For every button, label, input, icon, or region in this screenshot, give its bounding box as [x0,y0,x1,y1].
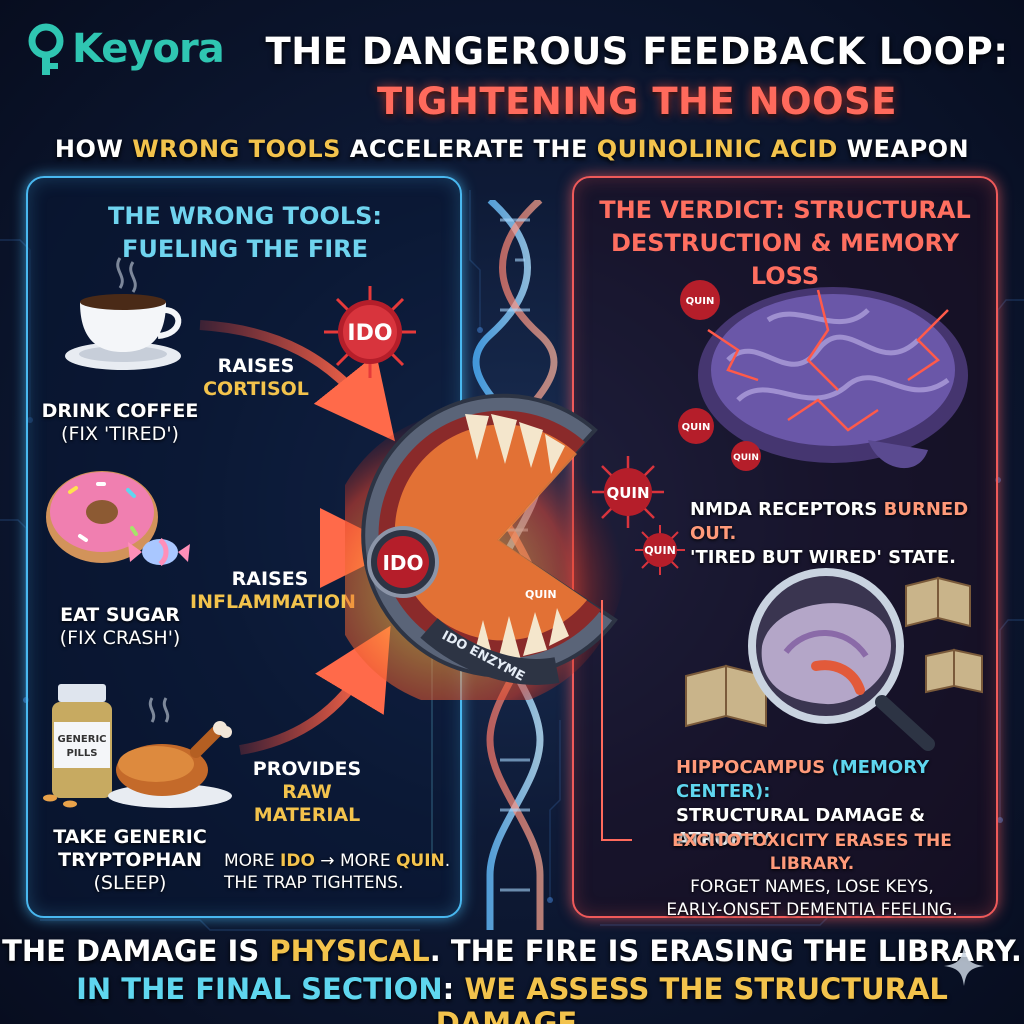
connector-line [601,600,632,841]
verdict-heading-line2: DESTRUCTION & MEMORY LOSS [610,229,960,290]
loop-note-quin: QUIN [395,851,445,871]
coffee-effect-target: CORTISOL [203,378,309,400]
tryptophan-arrow [239,625,391,755]
wrong-tools-heading-line1: THE WRONG TOOLS: [107,202,383,230]
donut-icon [46,471,190,566]
hippocampus-magnifier-icon [685,568,983,751]
ido-enzyme-monster-icon: IDO IDO ENZYME QUIN [345,393,625,700]
excitotoxicity-line1: EXCITOTOXICITY ERASES THE LIBRARY. [672,831,952,874]
coffee-arrow [199,320,395,442]
candy-icon [128,538,190,566]
nmda-line1: NMDA RECEPTORS BURNED OUT. [690,498,990,546]
loop-note-line1: MORE IDO → MORE QUIN. [224,850,454,872]
flow-arrows [190,320,400,755]
page-subtitle: HOW WRONG TOOLS ACCELERATE THE QUINOLINI… [0,135,1024,163]
pill-bottle-icon: GENERIC PILLS [43,684,112,808]
footer-physical: PHYSICAL [269,934,430,968]
page-title-highlight: TIGHTENING THE NOOSE [377,80,897,123]
brain-icon: QUIN QUIN QUIN [678,280,968,471]
footer-line2: IN THE FINAL SECTION: WE ASSESS THE STRU… [0,972,1024,1024]
brain-quin-label-2: QUIN [682,422,711,433]
loop-note-part: . [444,851,451,871]
loop-note-ido: IDO [280,851,315,871]
subtitle-part: HOW [54,135,133,163]
wrong-tools-heading-line2: FUELING THE FIRE [121,235,369,263]
subtitle-part: ACCELERATE THE [340,135,597,163]
hippocampus-memory-center: (MEMORY CENTER): [676,757,930,802]
tryptophan-label-main2: TRYPTOPHAN [58,849,202,871]
tryptophan-effect: PROVIDES RAW MATERIAL [232,758,382,827]
subtitle-highlight-wrong-tools: WRONG TOOLS [132,135,341,163]
wrong-tools-heading: THE WRONG TOOLS: FUELING THE FIRE [60,200,430,266]
quin-label-1: QUIN [606,484,649,502]
quin-particle-icon: QUIN [592,456,664,528]
coffee-label-sub: (FIX 'TIRED') [61,423,179,445]
loop-note-part: → MORE [314,851,396,871]
hippocampus-line1: HIPPOCAMPUS (MEMORY CENTER): [676,756,996,804]
footer-part: : [442,972,465,1006]
pill-bottle-label-line2: PILLS [67,748,98,759]
excitotoxicity-line3: EARLY-ONSET DEMENTIA FEELING. [666,900,958,920]
excitotoxicity-statement: EXCITOTOXICITY ERASES THE LIBRARY. FORGE… [636,830,988,922]
tryptophan-label-main: TAKE GENERIC [53,826,207,848]
subtitle-part: WEAPON [837,135,970,163]
nmda-line2: 'TIRED BUT WIRED' STATE. [690,547,956,568]
loop-note-line2: THE TRAP TIGHTENS. [224,873,404,893]
subtitle-highlight-quinolinic: QUINOLINIC ACID [596,135,838,163]
ido-badge-text: IDO [382,551,423,575]
tryptophan-label: TAKE GENERIC TRYPTOPHAN (SLEEP) [40,826,220,895]
tryptophan-effect-target: RAW MATERIAL [253,781,361,826]
footer-assess: WE ASSESS THE STRUCTURAL DAMAGE. [435,972,948,1024]
quin-mouth-label: QUIN [525,588,557,601]
coffee-cup-icon [65,257,182,370]
pill-bottle-label-line1: GENERIC [58,734,107,745]
page-title: THE DANGEROUS FEEDBACK LOOP: [265,30,1009,73]
verdict-heading: THE VERDICT: STRUCTURAL DESTRUCTION & ME… [580,194,990,293]
sugar-label-main: EAT SUGAR [60,604,180,626]
keyora-logo[interactable]: Keyora [22,14,252,84]
sparkle-icon [944,946,984,986]
loop-note: MORE IDO → MORE QUIN. THE TRAP TIGHTENS. [224,850,454,894]
excitotoxicity-line2: FORGET NAMES, LOSE KEYS, [690,877,934,897]
loop-note-part: MORE [224,851,281,871]
coffee-effect: RAISES CORTISOL [196,355,316,401]
nmda-statement: NMDA RECEPTORS BURNED OUT. 'TIRED BUT WI… [690,498,990,570]
brain-quin-label-1: QUIN [686,296,715,307]
coffee-effect-verb: RAISES [217,355,295,377]
hippocampus-statement: HIPPOCAMPUS (MEMORY CENTER): STRUCTURAL … [676,756,996,852]
key-logo-icon [28,23,64,75]
brain-quin-label-3: QUIN [733,453,759,463]
footer-part: . THE FIRE IS ERASING THE LIBRARY. [429,934,1022,968]
ido-virus-icon: IDO [324,286,416,378]
quin-label-2: QUIN [644,544,676,557]
quin-particle-icon: QUIN [635,525,685,575]
footer-part: THE DAMAGE IS [2,934,270,968]
nmda-part: NMDA RECEPTORS [690,499,884,520]
coffee-label: DRINK COFFEE (FIX 'TIRED') [40,400,200,446]
sugar-effect-verb: RAISES [231,568,309,590]
hippocampus-part: HIPPOCAMPUS [676,757,832,778]
sugar-label: EAT SUGAR (FIX CRASH') [40,604,200,650]
verdict-heading-line1: THE VERDICT: STRUCTURAL [599,196,971,224]
hippocampus-line2: STRUCTURAL DAMAGE & ATROPHY [676,805,926,850]
logo-wordmark: Keyora [72,26,225,72]
book-icon [685,576,983,728]
nmda-burned: BURNED OUT. [690,499,969,544]
tryptophan-effect-verb: PROVIDES [252,758,362,780]
footer-final-section: IN THE FINAL SECTION [76,972,443,1006]
sugar-label-sub: (FIX CRASH') [59,627,181,649]
ido-virus-text: IDO [347,321,392,346]
tryptophan-label-sub: (SLEEP) [93,872,167,894]
coffee-label-main: DRINK COFFEE [41,400,199,422]
sugar-effect: RAISES INFLAMMATION [190,568,356,614]
footer-line1: THE DAMAGE IS PHYSICAL. THE FIRE IS ERAS… [0,934,1024,968]
turkey-icon [108,697,232,808]
sugar-effect-target: INFLAMMATION [190,591,356,613]
